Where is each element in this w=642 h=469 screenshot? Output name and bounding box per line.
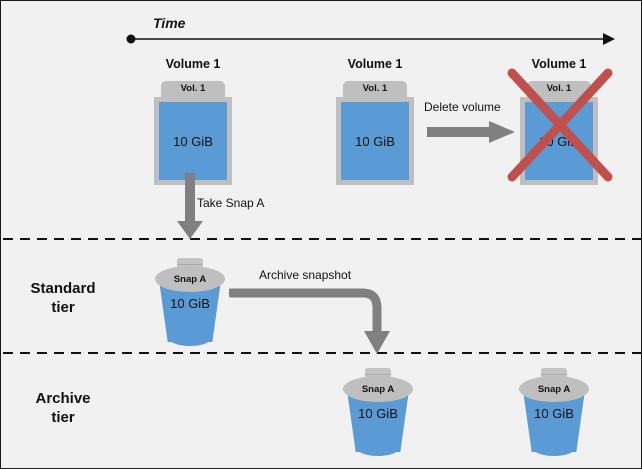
volume-icon-before-delete[interactable]: Vol. 1 10 GiB <box>336 81 414 185</box>
volume-tab-initial <box>161 81 225 97</box>
snapshot-body-bottom-archive-1 <box>355 446 401 456</box>
timeline-arrow <box>126 33 615 45</box>
volume-caption-deleted: Volume 1 <box>531 57 587 71</box>
snapshot-lid-label-archive-1: Snap A <box>361 383 395 395</box>
volume-body-before-delete <box>336 97 414 185</box>
snapshot-neck-line-archive-2 <box>541 374 567 375</box>
archive-snapshot-arrow <box>229 288 390 354</box>
snapshot-size-label-archive-1: 10 GiB <box>358 406 398 421</box>
tier-label-archive: Archive tier <box>9 389 117 427</box>
snapshot-lid-label-archive-2: Snap A <box>537 383 571 395</box>
tier-label-standard-line2: tier <box>51 299 75 316</box>
snapshot-lid-label-standard: Snap A <box>173 273 207 285</box>
volume-body-deleted <box>520 97 598 185</box>
volume-tab-before-delete <box>343 81 407 97</box>
volume-tab-deleted <box>527 81 591 97</box>
tier-label-archive-line1: Archive <box>35 390 91 407</box>
snapshot-lid-standard <box>155 266 225 292</box>
tier-label-standard: Standard tier <box>9 279 117 317</box>
volume-tab-label-deleted: Vol. 1 <box>546 83 572 94</box>
volume-icon-deleted[interactable]: Vol. 1 10 GiB <box>520 81 598 185</box>
archive-snapshot-label: Archive snapshot <box>259 268 352 282</box>
take-snap-a-label: Take Snap A <box>197 196 265 210</box>
volume-size-label-before-delete: 10 GiB <box>355 133 395 149</box>
volume-tab-label-before-delete: Vol. 1 <box>362 83 388 94</box>
volume-tab-label-initial: Vol. 1 <box>180 83 206 94</box>
tier-divider-archive <box>3 352 641 354</box>
delete-volume-label: Delete volume <box>424 100 501 114</box>
take-snap-a-arrow <box>177 173 203 239</box>
snapshot-lid-archive-2 <box>519 376 589 402</box>
snapshot-neck-line-archive-1 <box>365 374 391 375</box>
snapshot-body-bottom-standard <box>167 336 213 346</box>
volume-icon-initial[interactable]: Vol. 1 10 GiB <box>154 81 232 185</box>
snapshot-lid-archive-1 <box>343 376 413 402</box>
snapshot-icon-standard[interactable]: 10 GiB Snap A <box>149 258 231 346</box>
snapshot-neck-line-standard <box>177 264 203 265</box>
tier-divider-standard <box>3 238 641 240</box>
volume-caption-before-delete: Volume 1 <box>347 57 403 71</box>
tier-label-archive-line2: tier <box>51 409 75 426</box>
snapshot-size-label-standard: 10 GiB <box>170 296 210 311</box>
snapshot-icon-archive-2[interactable]: 10 GiB Snap A <box>513 368 595 456</box>
snapshot-body-bottom-archive-2 <box>531 446 577 456</box>
delete-cross-icon <box>507 68 613 182</box>
snapshot-size-label-archive-2: 10 GiB <box>534 406 574 421</box>
volume-caption-initial: Volume 1 <box>165 57 221 71</box>
timeline-label: Time <box>153 15 186 31</box>
volume-size-label-initial: 10 GiB <box>173 133 213 149</box>
tier-label-standard-line1: Standard <box>30 280 96 297</box>
snapshot-icon-archive-1[interactable]: 10 GiB Snap A <box>337 368 419 456</box>
delete-volume-arrow <box>427 121 515 143</box>
